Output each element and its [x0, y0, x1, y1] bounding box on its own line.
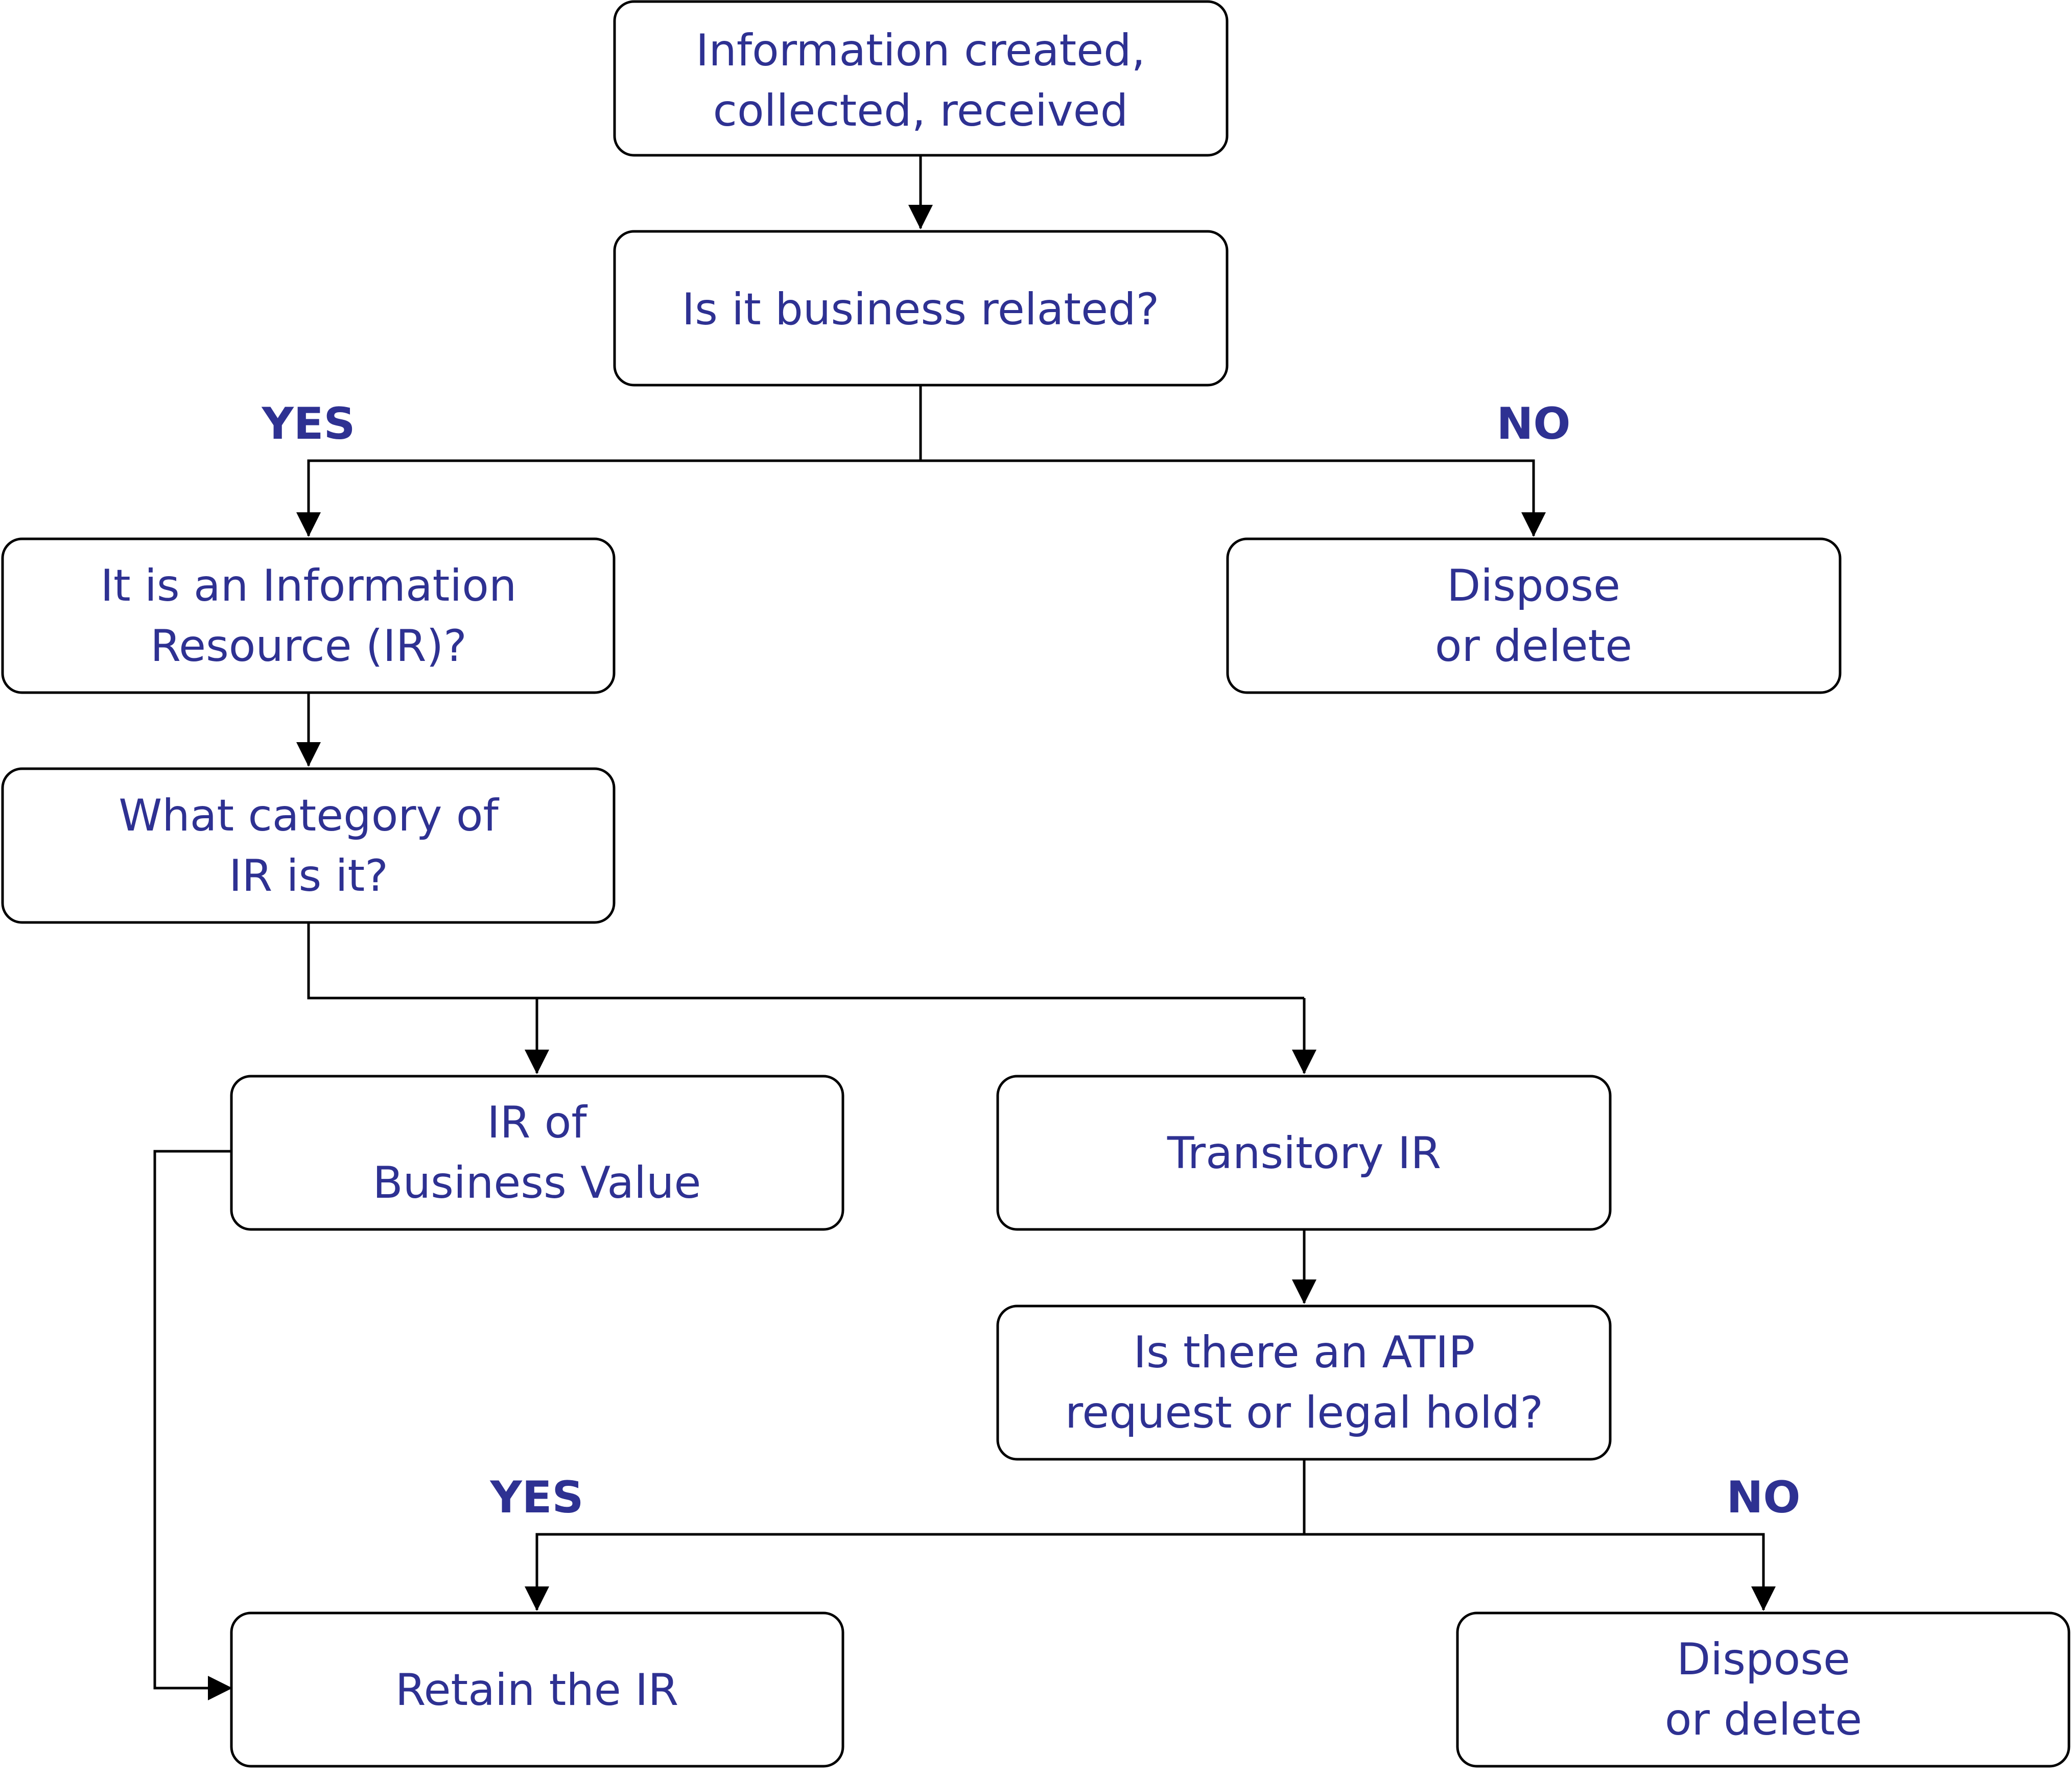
node-text-line: Transitory IR	[1167, 1128, 1441, 1179]
branch-label-no: NO	[1726, 1472, 1800, 1523]
node-dispose-bottom: Dispose or delete	[1456, 1611, 2070, 1768]
arrow-yes-to-retain	[525, 1533, 1304, 1611]
node-text-line: request or legal hold?	[1065, 1387, 1543, 1438]
arrow-business-value-to-retain	[153, 1150, 232, 1700]
node-text-line: Resource (IR)?	[150, 621, 467, 672]
node-text-line: Retain the IR	[395, 1665, 679, 1716]
node-dispose-top: Dispose or delete	[1226, 537, 1842, 694]
node-transitory: Transitory IR	[996, 1075, 1612, 1231]
node-information-resource: It is an Information Resource (IR)?	[1, 537, 616, 694]
node-text-line: Business Value	[373, 1157, 701, 1208]
branch-label-yes: YES	[262, 398, 356, 449]
node-business-related: Is it business related?	[613, 230, 1229, 387]
node-category: What category of IR is it?	[1, 767, 616, 924]
connectors	[153, 155, 1776, 1700]
node-business-value: IR of Business Value	[230, 1075, 844, 1231]
node-text-line: What category of	[119, 790, 499, 841]
arrow-no-to-dispose-top	[921, 459, 1546, 537]
arrow-yes-to-ir	[296, 459, 921, 537]
arrow-no-to-dispose-bottom	[1304, 1533, 1776, 1611]
node-text-line: Information created,	[696, 25, 1145, 76]
node-atip: Is there an ATIP request or legal hold?	[996, 1304, 1612, 1461]
branch-label-yes: YES	[490, 1472, 584, 1523]
node-text-line: IR is it?	[229, 850, 388, 902]
split-category	[307, 922, 1304, 1000]
node-text-line: collected, received	[713, 85, 1128, 136]
node-text-line: Dispose	[1447, 560, 1620, 611]
node-text-line: It is an Information	[101, 560, 517, 611]
node-information-created: Information created, collected, received	[613, 0, 1229, 157]
branch-label-no: NO	[1496, 398, 1570, 449]
node-text-line: Dispose	[1677, 1634, 1850, 1685]
node-text-line: or delete	[1435, 621, 1632, 672]
node-retain: Retain the IR	[230, 1611, 844, 1768]
node-text-line: or delete	[1665, 1694, 1862, 1745]
node-text-line: Is there an ATIP	[1134, 1327, 1475, 1378]
node-text-line: Is it business related?	[682, 284, 1159, 335]
node-text-line: IR of	[487, 1097, 587, 1148]
